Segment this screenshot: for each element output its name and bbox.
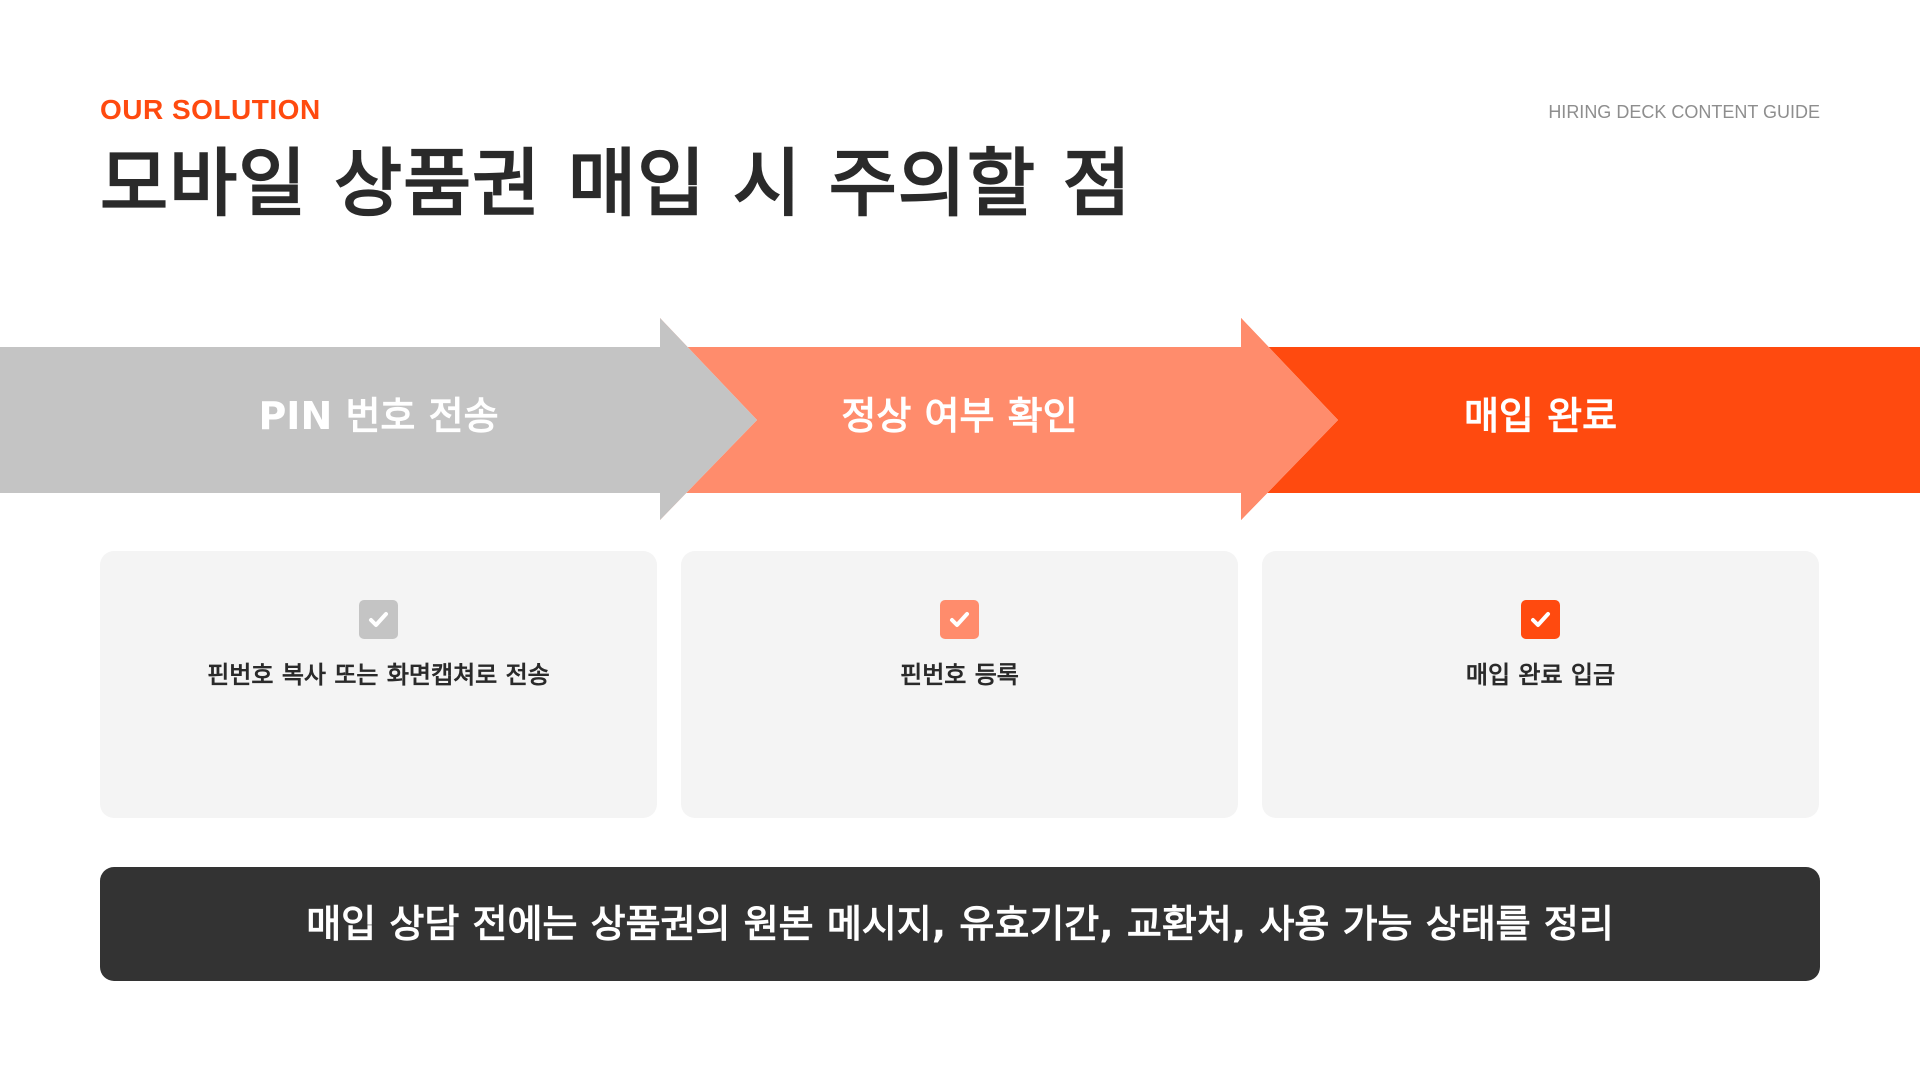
step-3-description: 매입 완료 입금 — [1465, 661, 1616, 689]
check-icon — [940, 600, 979, 639]
step-3-label: 매입 완료 — [1463, 394, 1618, 438]
check-icon — [359, 600, 398, 639]
process-arrows — [0, 318, 1920, 520]
page-title: 모바일 상품권 매입 시 주의할 점 — [100, 141, 1132, 227]
step-2-label: 정상 여부 확인 — [841, 394, 1078, 438]
deck-guide-label: HIRING DECK CONTENT GUIDE — [1548, 102, 1820, 122]
check-icon — [1521, 600, 1560, 639]
step-1-label: PIN 번호 전송 — [258, 394, 499, 438]
step-2-arrow — [660, 318, 1338, 520]
step-2-card: 핀번호 등록 — [681, 551, 1238, 818]
step-2-description: 핀번호 등록 — [900, 661, 1019, 689]
step-3-card: 매입 완료 입금 — [1262, 551, 1819, 818]
step-1-description: 핀번호 복사 또는 화면캡쳐로 전송 — [207, 661, 550, 689]
step-1-arrow — [0, 318, 757, 520]
summary-banner: 매입 상담 전에는 상품권의 원본 메시지, 유효기간, 교환처, 사용 가능 … — [100, 867, 1820, 981]
section-eyebrow: OUR SOLUTION — [100, 94, 321, 125]
step-3-arrow — [1241, 318, 1920, 520]
step-1-card: 핀번호 복사 또는 화면캡쳐로 전송 — [100, 551, 657, 818]
